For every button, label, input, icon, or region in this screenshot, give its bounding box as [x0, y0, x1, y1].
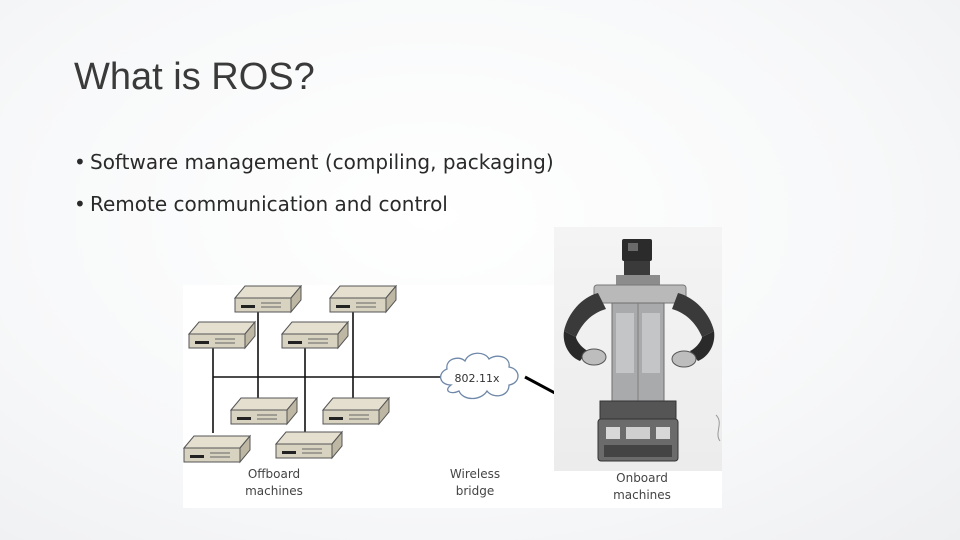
network-diagram: 802.11x — [183, 285, 555, 508]
robot-image — [554, 227, 722, 471]
network-diagram-svg: 802.11x — [183, 285, 555, 463]
onboard-caption: Onboard machines — [604, 470, 680, 504]
offboard-machine-icon — [322, 397, 390, 425]
wireless-cloud-icon — [440, 352, 519, 400]
offboard-machine-icon — [188, 321, 256, 349]
offboard-machine-icon — [183, 435, 251, 463]
caption-line: machines — [613, 488, 671, 502]
wireless-link-line — [524, 375, 555, 395]
bullet-item: •Remote communication and control — [74, 188, 554, 230]
caption-line: Wireless — [449, 467, 501, 481]
bullet-text: Remote communication and control — [90, 192, 448, 216]
bullet-item: •Software management (compiling, packagi… — [74, 146, 554, 188]
slide-title: What is ROS? — [74, 56, 315, 98]
offboard-caption: Offboard machines — [236, 466, 312, 500]
robot-caption-area — [554, 471, 722, 508]
robot-illustration — [563, 239, 721, 462]
wireless-caption: Wireless bridge — [440, 466, 510, 500]
offboard-machine-icon — [234, 285, 302, 313]
bullet-text: Software management (compiling, packagin… — [90, 150, 554, 174]
bullet-list: •Software management (compiling, packagi… — [74, 146, 554, 230]
caption-line: Onboard — [616, 471, 668, 485]
caption-line: bridge — [455, 484, 495, 498]
cloud-label: 802.11x — [455, 372, 500, 385]
offboard-machine-icon — [230, 397, 298, 425]
bullet-dot-icon: • — [74, 150, 86, 174]
bullet-dot-icon: • — [74, 192, 86, 216]
caption-line: machines — [245, 484, 303, 498]
offboard-machine-icon — [275, 431, 343, 459]
caption-line: Offboard — [247, 467, 301, 481]
offboard-machine-icon — [329, 285, 397, 313]
offboard-machine-icon — [281, 321, 349, 349]
